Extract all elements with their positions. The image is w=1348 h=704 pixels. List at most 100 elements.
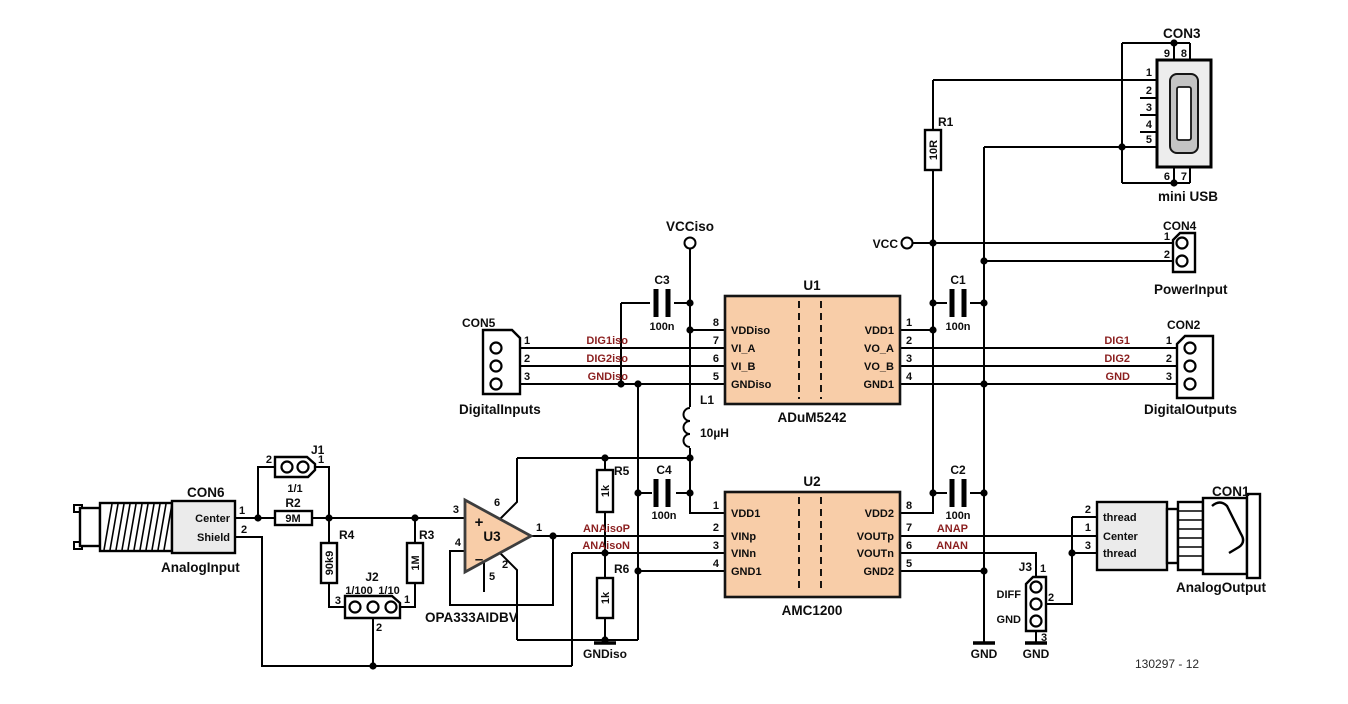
- isolation-barrier-u1: [798, 301, 822, 399]
- u2-pin2-name: VINp: [731, 531, 756, 543]
- con2-pin2: 2: [1166, 353, 1172, 365]
- u1-pin3-num: 3: [906, 353, 912, 365]
- u2-pin8-name: VDD2: [865, 508, 894, 520]
- bnc-thread-lines: [1178, 510, 1203, 557]
- u1-pin1-num: 1: [906, 317, 912, 329]
- con4-ref: CON4: [1163, 219, 1197, 233]
- vcc-label: VCC: [873, 237, 899, 251]
- con6-row-shield: Shield: [197, 532, 230, 544]
- r2-ref: R2: [285, 496, 301, 510]
- con1-row-thread-top: thread: [1103, 512, 1137, 524]
- con2-pin1: 1: [1166, 335, 1172, 347]
- j2-ref: J2: [365, 570, 379, 584]
- con5-pin1: 1: [524, 335, 530, 347]
- u1-pin7-name: VI_A: [731, 343, 756, 355]
- con3-pin3: 3: [1146, 102, 1152, 114]
- net-anan: ANAN: [936, 540, 968, 552]
- con6-pin2: 2: [241, 524, 247, 536]
- isolation-barrier-u2: [798, 497, 822, 592]
- c3-value: 100n: [649, 321, 674, 333]
- u1-pin8-num: 8: [713, 317, 719, 329]
- doc-number: 130297 - 12: [1135, 657, 1199, 671]
- net-gnd: GND: [1106, 371, 1131, 383]
- con1-pin3: 3: [1085, 540, 1091, 552]
- j2-pin2: 2: [376, 622, 382, 634]
- c1-value: 100n: [945, 321, 970, 333]
- connector-con4: [1171, 231, 1197, 274]
- con2-ref: CON2: [1167, 318, 1201, 332]
- resistor-r1: [923, 128, 943, 172]
- u2-pin3-num: 3: [713, 540, 719, 552]
- r1-ref: R1: [938, 115, 954, 129]
- con5-label: DigitalInputs: [459, 402, 541, 417]
- con3-ref: CON3: [1163, 26, 1201, 41]
- gndiso-symbol-label: GNDiso: [583, 647, 627, 661]
- j1-ref: J1: [311, 443, 325, 457]
- con6-row-center: Center: [195, 513, 231, 525]
- resistor-r3: [405, 541, 425, 585]
- u1-pin8-name: VDDiso: [731, 325, 770, 337]
- u2-pin7-name: VOUTp: [857, 531, 895, 543]
- j3-option-gnd: GND: [997, 614, 1022, 626]
- u1-pin4-name: GND1: [863, 379, 894, 391]
- u1-pin3-name: VO_B: [864, 361, 894, 373]
- u1-pin1-name: VDD1: [865, 325, 894, 337]
- jumper-j3: [1024, 575, 1048, 633]
- con1-ref: CON1: [1212, 484, 1250, 499]
- capacitor-c2: [947, 479, 970, 507]
- j2-pin3: 3: [335, 595, 341, 607]
- c1-ref: C1: [950, 273, 966, 287]
- con6-ref: CON6: [187, 485, 225, 500]
- r2-value: 9M: [285, 513, 300, 525]
- u1-pin5-name: GNDiso: [731, 379, 772, 391]
- u3-plus: +: [475, 514, 484, 531]
- r3-ref: R3: [419, 528, 435, 542]
- con2-pin3: 3: [1166, 371, 1172, 383]
- con6-pin1: 1: [239, 505, 245, 517]
- u2-pin4-num: 4: [713, 558, 720, 570]
- vcciso-terminal: [683, 236, 697, 250]
- net-anaisop: ANAisoP: [583, 523, 630, 535]
- con1-pin2: 2: [1085, 504, 1091, 516]
- r3-value: 1M: [410, 555, 422, 570]
- u2-pin6-name: VOUTn: [857, 548, 895, 560]
- r5-value: 1k: [600, 484, 612, 497]
- jumper-j2: [343, 594, 402, 620]
- con3-pin6: 6: [1164, 171, 1170, 183]
- gnd-symbol-label-1: GND: [971, 647, 998, 661]
- wires: [235, 42, 1191, 667]
- r6-ref: R6: [614, 562, 630, 576]
- u2-pin1-num: 1: [713, 500, 719, 512]
- con4-pin1: 1: [1164, 231, 1170, 243]
- j2-option-right: 1/10: [378, 585, 399, 597]
- c2-ref: C2: [950, 463, 966, 477]
- u1-pin2-num: 2: [906, 335, 912, 347]
- capacitor-c3: [650, 289, 674, 317]
- con3-pin5: 5: [1146, 134, 1152, 146]
- u2-part: AMC1200: [782, 603, 843, 618]
- connector-con6: [73, 499, 237, 555]
- j1-pin2: 2: [266, 454, 272, 466]
- j2-pin1: 1: [404, 594, 410, 606]
- con4-label: PowerInput: [1154, 282, 1228, 297]
- u3-pin5-num: 5: [489, 571, 495, 583]
- u2-pin4-name: GND1: [731, 566, 762, 578]
- con6-label: AnalogInput: [161, 560, 240, 575]
- c4-value: 100n: [651, 510, 676, 522]
- junction-dots: [254, 39, 1178, 670]
- c2-value: 100n: [945, 510, 970, 522]
- connector-con2: [1175, 334, 1215, 400]
- r5-ref: R5: [614, 464, 630, 478]
- j3-pin2: 2: [1048, 592, 1054, 604]
- u2-pin5-name: GND2: [863, 566, 894, 578]
- j3-ref: J3: [1019, 560, 1033, 574]
- u1-pin7-num: 7: [713, 335, 719, 347]
- usb-connector-con3: [1155, 58, 1213, 169]
- net-gndiso: GNDiso: [588, 371, 629, 383]
- ic-u1: [723, 294, 902, 406]
- resistor-r5: [595, 468, 615, 514]
- l1-value: 10µH: [700, 426, 729, 440]
- j3-pin3: 3: [1041, 632, 1047, 644]
- opamp-u3: [463, 497, 534, 575]
